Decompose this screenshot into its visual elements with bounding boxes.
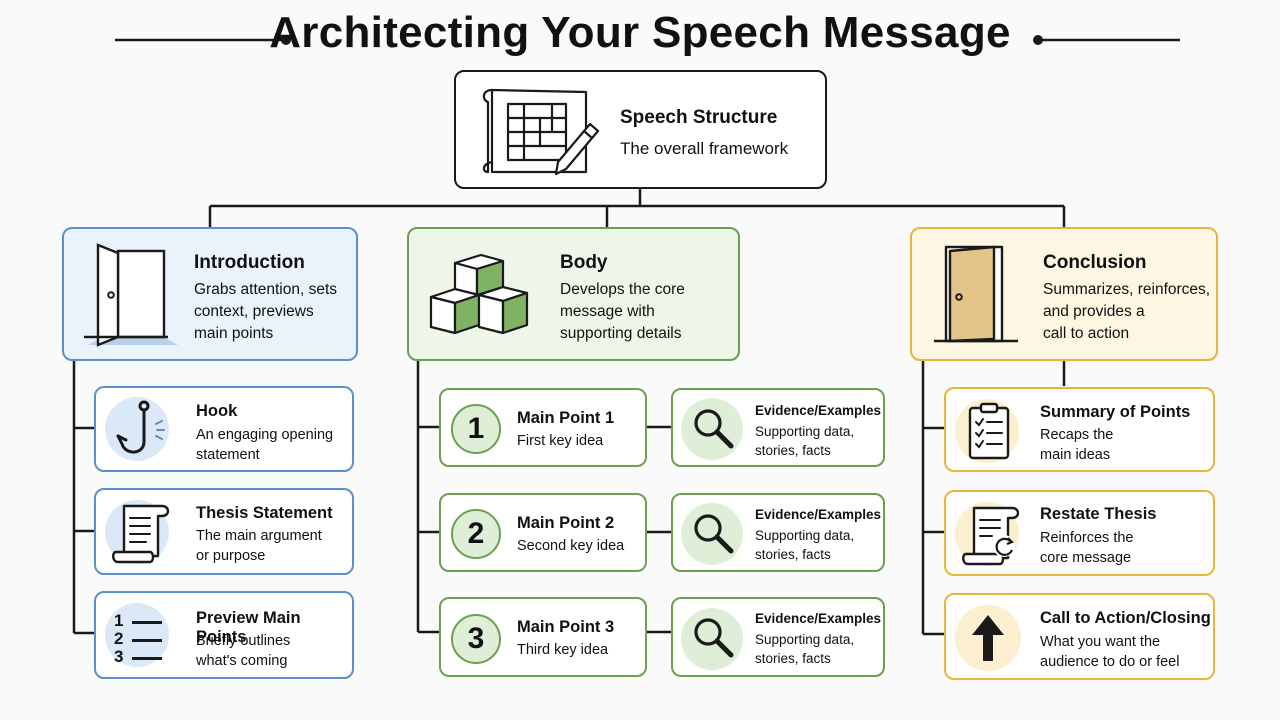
main-point-1-number: 1 [451,404,501,454]
evidence-desc-2-line1: Supporting data, [755,528,855,543]
main-point-3-desc: Third key idea [517,642,609,658]
cta-desc-line2: audience to do or feel [1040,654,1180,670]
scroll-refresh-icon [962,506,1020,566]
conclusion-title: Conclusion [1043,252,1147,273]
body-title: Body [560,252,608,273]
main-point-2-number: 2 [451,509,501,559]
main-point-2-desc: Second key idea [517,538,625,554]
conclusion-desc-line3: call to action [1043,325,1130,342]
root-desc: The overall framework [620,139,789,158]
main-point-2-title: Main Point 2 [517,514,615,532]
main-point-1-box: 1 Main Point 1 First key idea [439,388,647,467]
evidence-title-2: Evidence/Examples [755,507,882,522]
conclusion-box: Conclusion Summarizes, reinforces, and p… [910,227,1218,361]
cta-desc-line1: What you want the [1040,634,1161,650]
open-door-icon [84,243,178,347]
evidence-title-1: Evidence/Examples [755,403,882,418]
body-box: Body Develops the core message with supp… [407,227,740,361]
main-point-1-desc: First key idea [517,433,604,449]
body-desc-line2: message with [560,303,655,320]
preview-desc-line1: Briefly outlines [196,633,291,649]
clipboard-checklist-icon [968,402,1010,460]
cta-title: Call to Action/Closing [1040,609,1211,627]
evidence-box-2: Evidence/Examples Supporting data, stori… [671,493,885,572]
evidence-icon-bg-1 [681,398,743,460]
list-line-1 [132,621,162,624]
evidence-desc-3-line1: Supporting data, [755,632,855,647]
hook-desc-line1: An engaging opening [196,427,334,443]
evidence-desc-3-line2: stories, facts [755,651,831,666]
body-desc-line1: Develops the core [560,281,685,298]
main-point-3-box: 3 Main Point 3 Third key idea [439,597,647,677]
blueprint-pencil-icon [482,88,600,176]
summary-desc-line1: Recaps the [1040,427,1114,443]
speech-structure-box: Speech Structure The overall framework [454,70,827,189]
restate-title: Restate Thesis [1040,505,1157,523]
scroll-icon [112,504,170,564]
thesis-title: Thesis Statement [196,504,333,522]
list-num-3: 3 [114,647,124,666]
arrow-up-icon [972,615,1004,661]
fishing-hook-icon [116,400,165,454]
introduction-desc-line1: Grabs attention, sets [194,281,338,298]
introduction-box: Introduction Grabs attention, sets conte… [62,227,358,361]
list-line-2 [132,639,162,642]
magnifier-icon [694,618,734,658]
magnifier-icon [694,514,734,554]
call-to-action-box: Call to Action/Closing What you want the… [944,593,1215,680]
closed-door-icon [934,245,1018,343]
thesis-statement-box: Thesis Statement The main argument or pu… [94,488,354,575]
hook-title: Hook [196,402,238,420]
list-num-2: 2 [114,629,124,648]
restate-desc-line1: Reinforces the [1040,530,1134,546]
conclusion-desc-line2: and provides a [1043,303,1145,320]
main-point-3-title: Main Point 3 [517,618,615,636]
evidence-icon-bg-3 [681,608,743,670]
thesis-desc-line2: or purpose [196,548,266,564]
evidence-icon-bg-2 [681,503,743,565]
introduction-title: Introduction [194,252,305,273]
summary-title: Summary of Points [1040,403,1191,421]
list-line-3 [132,657,162,660]
summary-desc-line2: main ideas [1040,447,1111,463]
evidence-box-3: Evidence/Examples Supporting data, stori… [671,597,885,677]
introduction-desc-line2: context, previews [194,303,314,320]
main-point-3-number: 3 [451,614,501,664]
numbered-list-icon: 1 2 3 [114,611,174,667]
evidence-desc-2-line2: stories, facts [755,547,831,562]
evidence-box-1: Evidence/Examples Supporting data, stori… [671,388,885,467]
main-point-1-title: Main Point 1 [517,409,615,427]
thesis-desc-line1: The main argument [196,528,322,544]
restate-thesis-box: Restate Thesis Reinforces the core messa… [944,490,1215,576]
conclusion-desc-line1: Summarizes, reinforces, [1043,281,1211,298]
summary-of-points-box: Summary of Points Recaps the main ideas [944,387,1215,472]
building-blocks-icon [429,253,529,335]
hook-desc-line2: statement [196,447,260,463]
body-desc-line3: supporting details [560,325,682,342]
preview-icon-bg [105,603,169,667]
evidence-desc-1-line1: Supporting data, [755,424,855,439]
preview-main-points-box: 1 2 3 Preview Main Points Briefly outlin… [94,591,354,679]
introduction-desc-line3: main points [194,325,274,342]
evidence-desc-1-line2: stories, facts [755,443,831,458]
root-title: Speech Structure [620,107,778,128]
page-title: Architecting Your Speech Message [269,8,1011,57]
restate-desc-line2: core message [1040,550,1132,566]
main-point-2-box: 2 Main Point 2 Second key idea [439,493,647,572]
magnifier-icon [694,409,734,449]
hook-box: Hook An engaging opening statement [94,386,354,472]
preview-desc-line2: what's coming [196,653,288,669]
evidence-title-3: Evidence/Examples [755,611,882,626]
preview-title: Preview Main Points [196,609,301,646]
list-num-1: 1 [114,611,124,630]
